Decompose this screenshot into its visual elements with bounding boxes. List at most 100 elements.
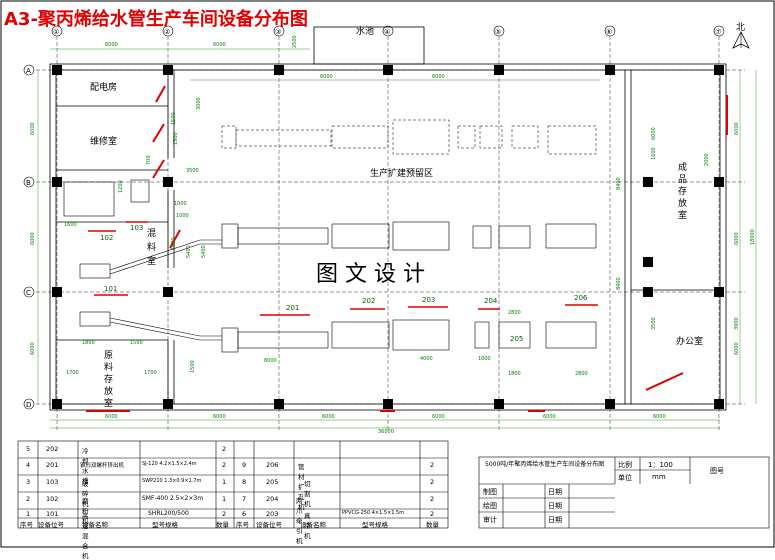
column-label: ④ [384,28,390,36]
tag-203: 203 [422,296,435,304]
svg-text:放: 放 [678,197,687,209]
svg-text:1700: 1700 [66,370,79,376]
svg-text:放: 放 [104,385,113,397]
svg-text:原: 原 [104,350,113,361]
svg-text:3900: 3900 [734,317,740,330]
raw-material-room-label: 原 料 存 放 室 [104,350,113,409]
svg-text:6000: 6000 [105,414,118,420]
dimension-lines [37,48,757,429]
svg-text:室: 室 [678,209,687,221]
svg-text:4000: 4000 [420,356,433,362]
structural-columns [52,65,724,409]
svg-text:混: 混 [147,228,156,239]
power-room-label: 配电房 [90,81,117,93]
drawing-title: A3-聚丙烯给水管生产车间设备分布图 [4,8,308,30]
svg-text:5400: 5400 [186,245,192,258]
svg-text:1000: 1000 [478,356,491,362]
svg-text:6000: 6000 [651,127,657,140]
svg-text:1600: 1600 [64,222,77,228]
water-pool-label: 水池 [356,25,374,37]
svg-text:6000: 6000 [653,414,666,420]
row-labels: A B C D [23,64,35,410]
column-label: ③ [275,28,281,36]
column-labels: ① ② ③ ④ ⑤ ⑥ ⑦ [51,25,725,37]
repair-room-label: 维修室 [90,135,117,147]
watermark-text: 图 文 设 计 [316,262,425,287]
svg-text:1500: 1500 [171,112,177,125]
svg-text:1000: 1000 [176,213,189,219]
svg-text:36000: 36000 [378,429,394,435]
svg-text:料: 料 [104,361,113,373]
svg-text:6000: 6000 [322,414,335,420]
svg-text:1000: 1000 [174,201,187,207]
svg-text:1600: 1600 [651,147,657,160]
tag-103: 103 [130,224,143,232]
svg-text:6000: 6000 [432,414,445,420]
svg-text:1800: 1800 [82,340,95,346]
svg-text:1600: 1600 [171,237,177,250]
column-label: ② [164,28,170,36]
svg-text:6000: 6000 [213,414,226,420]
svg-text:2000: 2000 [704,153,710,166]
svg-text:6000: 6000 [30,122,36,135]
svg-text:6000: 6000 [734,342,740,355]
column-label: ① [53,28,59,36]
svg-text:成: 成 [678,161,687,173]
svg-text:存: 存 [104,373,113,385]
equipment-table-frame [17,440,770,529]
column-label: ⑦ [715,28,721,36]
grid-axes [36,36,745,430]
svg-text:6000: 6000 [30,342,36,355]
svg-text:700: 700 [146,155,152,165]
finished-goods-room-label: 成 品 存 放 室 [678,161,687,221]
tag-201: 201 [286,304,299,312]
production-line-2 [79,311,597,353]
drawing-frame [0,0,775,548]
svg-text:6000: 6000 [734,232,740,245]
tag-204: 204 [484,297,498,305]
svg-text:2800: 2800 [575,371,588,377]
doors [86,85,728,412]
svg-text:3000: 3000 [196,97,202,110]
tag-101: 101 [104,285,117,293]
tag-102: 102 [100,234,113,242]
svg-text:6000: 6000 [213,42,226,48]
svg-text:品: 品 [678,174,687,185]
svg-text:8400: 8400 [616,277,622,290]
svg-text:1800: 1800 [508,371,521,377]
svg-text:1500: 1500 [130,340,143,346]
tag-206: 206 [574,294,588,302]
column-label: ⑥ [606,28,612,36]
reserved-equipment [221,119,597,155]
svg-text:北: 北 [736,22,745,33]
dimension-values: 6000 6000 2500 6000 6000 6000 6000 6000 … [30,35,756,435]
svg-text:8000: 8000 [264,358,277,364]
tag-205: 205 [510,335,523,343]
svg-text:6000: 6000 [543,414,556,420]
north-arrow-icon: 北 [732,22,750,49]
svg-text:室: 室 [147,255,156,267]
svg-text:室: 室 [104,397,113,409]
svg-text:6000: 6000 [734,122,740,135]
svg-text:料: 料 [147,241,156,253]
svg-text:5400: 5400 [201,245,207,258]
reserved-area-label: 生产扩建预留区 [370,167,433,179]
row-label: A [26,67,31,75]
svg-text:1200: 1200 [118,180,124,193]
svg-text:3500: 3500 [651,317,657,330]
tag-202: 202 [362,297,375,305]
svg-text:2500: 2500 [292,35,298,48]
equipment-tags: 102 103 101 201 202 203 204 205 206 [88,221,598,343]
svg-text:2800: 2800 [508,310,521,316]
floor-plan-drawing: A3-聚丙烯给水管生产车间设备分布图 北 ① ② ③ ④ ⑤ ⑥ ⑦ [0,0,775,548]
svg-text:1500: 1500 [173,132,179,145]
svg-text:存: 存 [678,185,687,197]
row-label: D [26,401,31,409]
mixing-room-label: 混 料 室 [147,228,156,267]
svg-text:6000: 6000 [320,74,333,80]
row-label: B [26,179,31,187]
svg-text:8400: 8400 [616,177,622,190]
svg-text:6000: 6000 [105,42,118,48]
svg-text:3500: 3500 [186,168,199,174]
svg-text:18000: 18000 [750,229,756,245]
